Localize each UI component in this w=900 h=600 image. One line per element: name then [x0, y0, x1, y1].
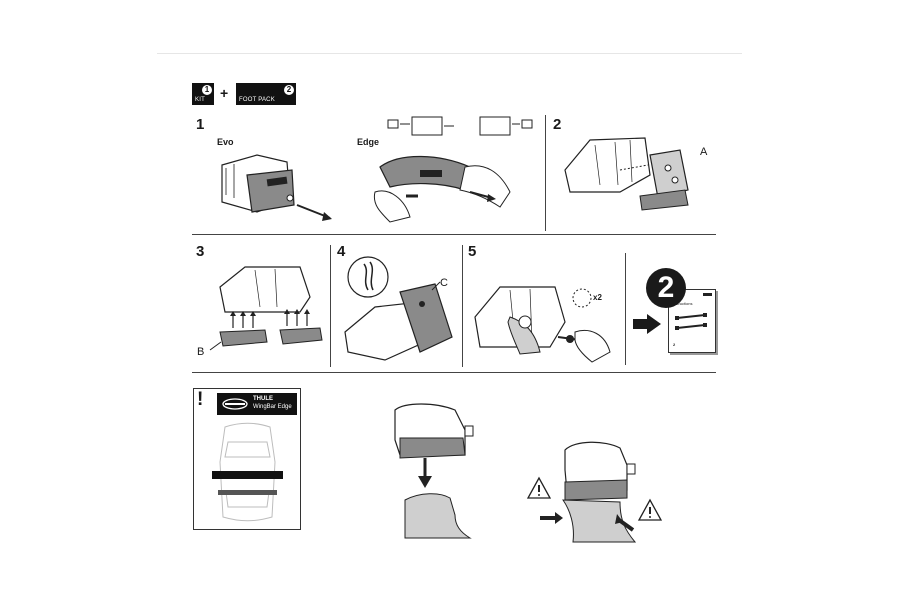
zoom-circle-icon — [572, 288, 592, 308]
callout-c: C — [440, 277, 448, 289]
step-2-number: 2 — [553, 116, 562, 133]
top-divider — [157, 53, 742, 54]
next-foot-pack-badge: 2 — [646, 268, 686, 308]
foot-pack-badge: 2 FOOT PACK — [236, 83, 296, 105]
edge-foot-illustration — [373, 116, 533, 223]
arrow-right-icon — [555, 512, 563, 524]
wingbar-icon — [675, 313, 707, 330]
evo-foot-illustration — [221, 154, 332, 221]
step-4-number: 4 — [337, 243, 346, 260]
instructions-card: Instructions 2 — [668, 289, 716, 353]
step-1-number: 1 — [196, 116, 205, 133]
thule-badge-line1: THULE — [253, 396, 273, 402]
step-5-illustration — [474, 286, 611, 363]
arrow-up-left-icon — [615, 514, 623, 524]
step-4-illustration — [344, 256, 453, 361]
panel-divider-step5-next — [625, 253, 626, 365]
panel-divider-step1-2 — [545, 115, 546, 231]
kit-badge-label: KIT — [195, 97, 205, 103]
thule-badge-line2: WingBar Edge — [253, 404, 292, 410]
arrow-right-icon — [633, 314, 661, 334]
callout-a: A — [700, 146, 708, 158]
edge-label: Edge — [357, 137, 380, 147]
thule-logo-icon — [703, 293, 712, 296]
step-3-number: 3 — [196, 243, 205, 260]
evo-label: Evo — [217, 137, 234, 147]
foot-pack-badge-number: 2 — [284, 85, 294, 95]
wingbar-rotate-icon — [222, 398, 248, 410]
step-2-illustration — [564, 137, 689, 211]
step-5-number: 5 — [468, 243, 477, 260]
instructions-card-title: Instructions — [672, 301, 693, 306]
plus-sign: + — [220, 85, 229, 101]
row-divider-1 — [192, 234, 716, 235]
warning-box — [193, 388, 301, 530]
instructions-card-number: 2 — [673, 342, 676, 347]
kit-badge-number: 1 — [202, 85, 212, 95]
kit-badge: 1 KIT — [192, 83, 214, 105]
panel-divider-step4-5 — [462, 245, 463, 367]
quantity-note: x2 — [593, 293, 602, 302]
foot-on-roof-illustration — [394, 403, 474, 539]
step-3-illustration — [209, 266, 323, 351]
thule-wingbar-edge-badge: THULE WingBar Edge — [217, 393, 297, 415]
incorrect-fit-illustration — [526, 441, 663, 543]
panel-divider-step3-4 — [330, 245, 331, 367]
arrow-down-icon — [418, 476, 432, 488]
warning-exclamation: ! — [197, 389, 204, 410]
foot-pack-badge-label: FOOT PACK — [239, 97, 275, 103]
car-top-view-illustration — [212, 422, 283, 522]
callout-b: B — [197, 346, 205, 358]
row-divider-2 — [192, 372, 716, 373]
